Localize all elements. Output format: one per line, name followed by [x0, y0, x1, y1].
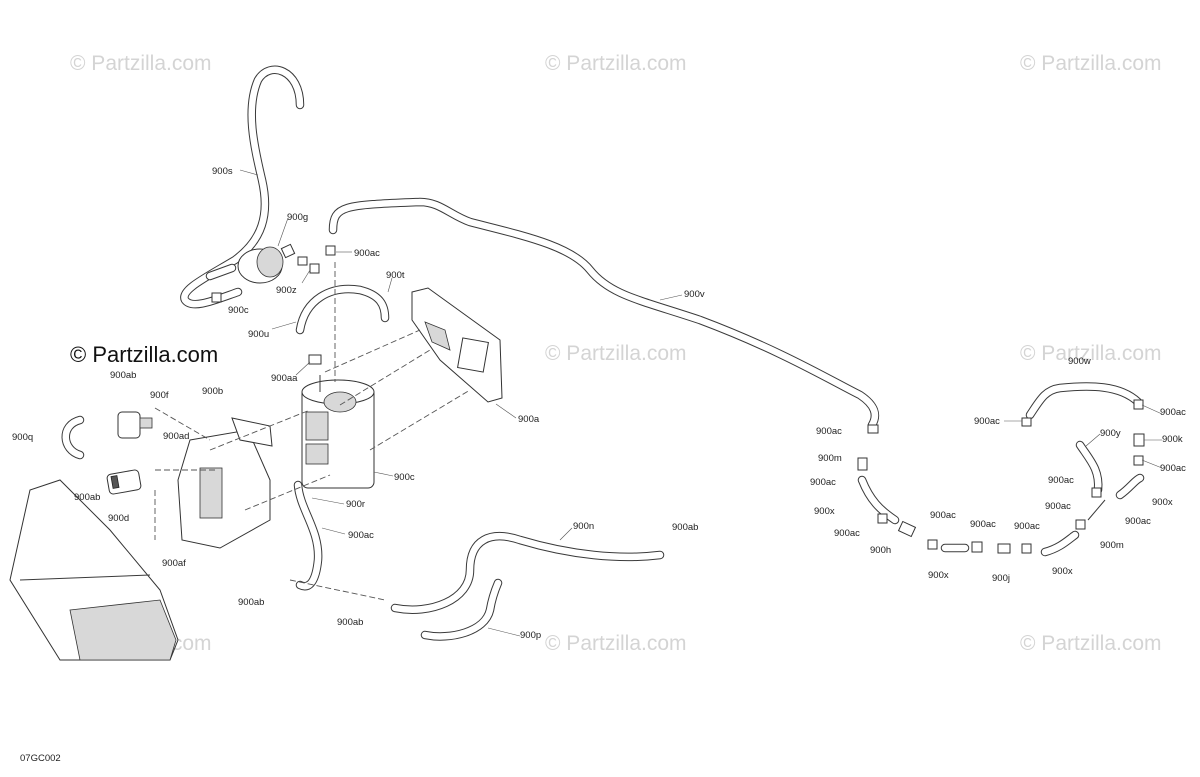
label-900ab: 900ab: [337, 617, 363, 628]
right-hose-chain: [857, 399, 1145, 557]
hose-900n: [390, 532, 665, 614]
label-900d: 900d: [108, 513, 129, 524]
label-900x: 900x: [814, 506, 835, 517]
label-900p: 900p: [520, 630, 541, 641]
label-900w: 900w: [1068, 356, 1091, 367]
label-900af: 900af: [162, 558, 186, 569]
label-900m: 900m: [1100, 540, 1124, 551]
label-900k: 900k: [1162, 434, 1183, 445]
label-900t: 900t: [386, 270, 405, 281]
leader-lines: [239, 169, 1163, 637]
filter-900d: [106, 469, 142, 495]
label-900m: 900m: [818, 453, 842, 464]
label-900ab: 900ab: [110, 370, 136, 381]
hose-900t: [295, 284, 390, 335]
watermark-strong: © Partzilla.com: [70, 342, 218, 367]
watermark: © Partzilla.com: [70, 52, 212, 75]
label-900x: 900x: [1152, 497, 1173, 508]
label-900aa: 900aa: [271, 373, 298, 384]
label-900ab: 900ab: [672, 522, 698, 533]
label-900c: 900c: [394, 472, 415, 483]
watermark-layer: © Partzilla.com © Partzilla.com © Partzi…: [70, 52, 1162, 655]
label-900ac: 900ac: [834, 528, 860, 539]
label-900ac: 900ac: [1160, 407, 1186, 418]
valve-900f: [117, 411, 153, 439]
label-900r: 900r: [346, 499, 365, 510]
label-900q: 900q: [12, 432, 33, 443]
hose-900w: [1025, 382, 1143, 420]
label-900g: 900g: [287, 212, 308, 223]
label-900h: 900h: [870, 545, 891, 556]
label-900x: 900x: [928, 570, 949, 581]
label-900ac: 900ac: [354, 248, 380, 259]
bracket-900b: [177, 417, 273, 549]
label-900a: 900a: [518, 414, 540, 425]
label-900s: 900s: [212, 166, 233, 177]
watermark: © Partzilla.com: [1020, 632, 1162, 655]
hose-900v: [328, 197, 880, 430]
label-900ab: 900ab: [238, 597, 264, 608]
hose-900p: [420, 578, 503, 641]
label-900ac: 900ac: [970, 519, 996, 530]
label-900ad: 900ad: [163, 431, 189, 442]
canister-900c: [301, 375, 375, 489]
label-900j: 900j: [992, 573, 1010, 584]
hose-900q: [61, 415, 85, 460]
watermark: © Partzilla.com: [1020, 342, 1162, 365]
assembly-guides: [154, 262, 471, 601]
label-900y: 900y: [1100, 428, 1121, 439]
figure-code: 07GC002: [20, 753, 61, 764]
part-labels: 900s 900g 900ac 900t 900z 900c 900u 900v…: [12, 166, 1186, 641]
label-900n: 900n: [573, 521, 594, 532]
label-900f: 900f: [150, 390, 169, 401]
filter-900g: [205, 243, 296, 284]
label-900ac: 900ac: [1048, 475, 1074, 486]
label-900ac: 900ac: [1014, 521, 1040, 532]
label-900z: 900z: [276, 285, 297, 296]
label-900ac: 900ac: [1045, 501, 1071, 512]
watermark: © Partzilla.com: [1020, 52, 1162, 75]
label-900c: 900c: [228, 305, 249, 316]
hose-900r: [293, 480, 323, 591]
label-900u: 900u: [248, 329, 269, 340]
label-900ac: 900ac: [930, 510, 956, 521]
label-900ac: 900ac: [1160, 463, 1186, 474]
watermark: © Partzilla.com: [545, 342, 687, 365]
label-900b: 900b: [202, 386, 223, 397]
watermark: © Partzilla.com: [545, 52, 687, 75]
label-900ac: 900ac: [348, 530, 374, 541]
cover-part: [9, 479, 179, 661]
bracket-900a: [411, 287, 503, 403]
hose-900s: [180, 65, 305, 309]
label-900ac: 900ac: [816, 426, 842, 437]
label-900ac: 900ac: [974, 416, 1000, 427]
clamp-parts: [211, 245, 336, 365]
label-900ac: 900ac: [810, 477, 836, 488]
label-900ab: 900ab: [74, 492, 100, 503]
watermark: © Partzilla.com: [545, 632, 687, 655]
label-900v: 900v: [684, 289, 705, 300]
label-900ac: 900ac: [1125, 516, 1151, 527]
label-900x: 900x: [1052, 566, 1073, 577]
